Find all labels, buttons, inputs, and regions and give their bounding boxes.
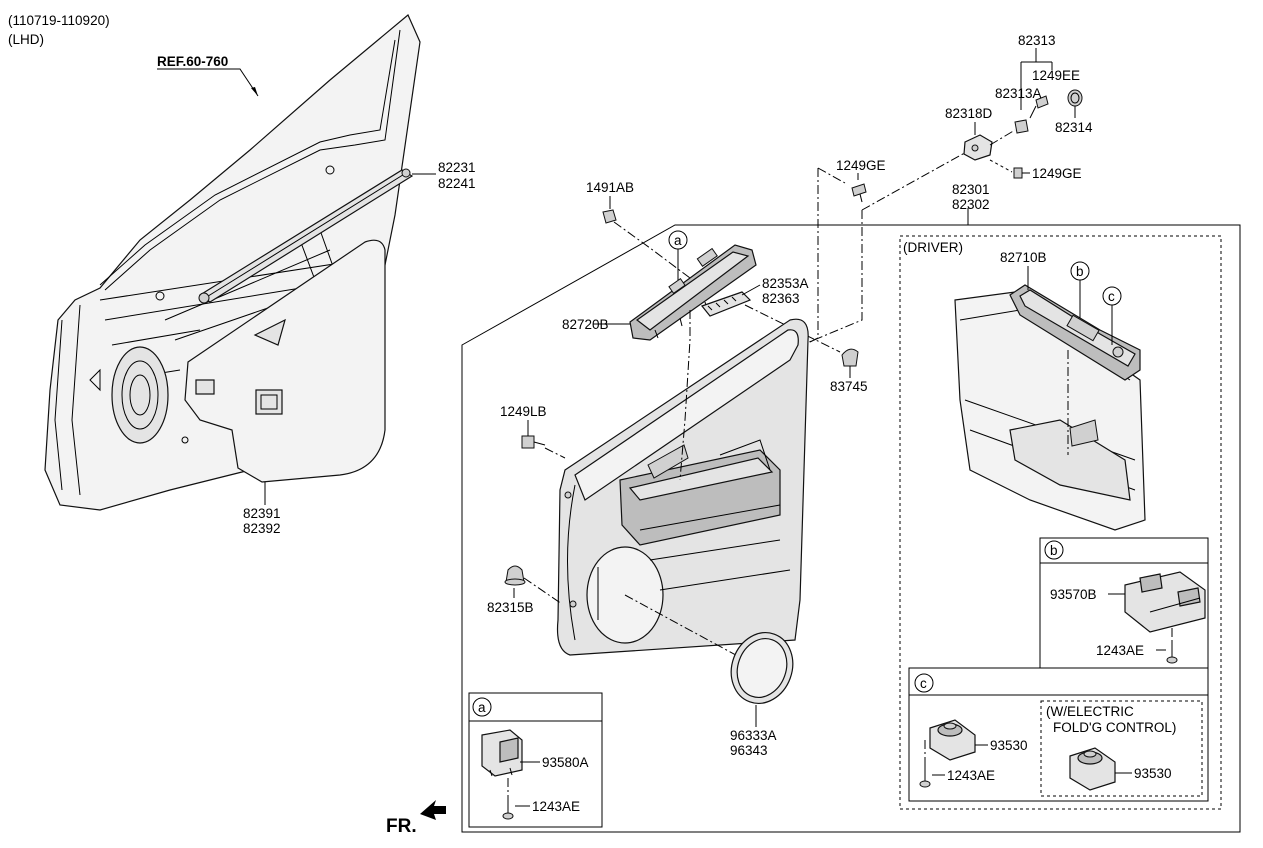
side-text: (LHD)	[8, 32, 44, 47]
screw-1249lb-drawing	[521, 435, 546, 449]
dash-82318d	[861, 149, 971, 211]
dash-panel-1249ge	[789, 210, 863, 351]
label-82313a: 82313A	[995, 86, 1042, 101]
dash-h-1249ge	[817, 167, 846, 184]
main-assembly-outline	[461, 224, 1241, 833]
mount-82318d-drawing	[963, 134, 993, 161]
label-82363: 82363	[762, 291, 800, 306]
label-82710b: 82710B	[1000, 250, 1047, 265]
nut-82313a-drawing	[1014, 119, 1029, 134]
label-93570b: 93570B	[1050, 587, 1097, 602]
dash-1249ge-b	[989, 159, 1013, 173]
electric-fold-box	[1040, 700, 1203, 797]
switch-panel-82720b-drawing	[629, 244, 757, 341]
inset-a-box	[468, 692, 603, 828]
electric-fold-title-line2: FOLD'G CONTROL)	[1053, 720, 1176, 735]
label-1243ae-c: 1243AE	[947, 768, 995, 783]
screw-1249ge-b-drawing	[1013, 167, 1023, 179]
callout-a-main-text: a	[674, 233, 682, 248]
callout-a-inset	[472, 697, 492, 717]
label-1249ge-b: 1249GE	[1032, 166, 1082, 181]
mirror-switch-93530-a-drawing	[929, 719, 976, 761]
callout-b-driver-text: b	[1076, 264, 1084, 279]
screw-1243ae-c-drawing	[919, 765, 931, 788]
label-82314: 82314	[1055, 120, 1093, 135]
front-direction-label: FR.	[386, 816, 417, 837]
label-1249ge-a: 1249GE	[836, 158, 886, 173]
date-range-text: (110719-110920)	[8, 13, 110, 28]
callout-c-inset	[914, 673, 934, 693]
label-82391: 82391	[243, 506, 281, 521]
label-82720b: 82720B	[562, 317, 609, 332]
retainer-82315b-drawing	[504, 565, 526, 586]
label-82302: 82302	[952, 197, 990, 212]
inset-c-box	[908, 667, 1209, 802]
label-1249ee: 1249EE	[1032, 68, 1080, 83]
dash-1249lb	[544, 447, 566, 459]
switch-93570b-drawing	[1124, 571, 1206, 633]
callout-b-inset	[1044, 540, 1064, 560]
callout-c-driver-text: c	[1108, 289, 1115, 304]
label-1243ae-a: 1243AE	[532, 799, 580, 814]
ref-arrowhead	[251, 87, 258, 96]
label-93580a: 93580A	[542, 755, 589, 770]
label-1491ab: 1491AB	[586, 180, 634, 195]
driver-box-title: (DRIVER)	[903, 240, 963, 255]
label-82241: 82241	[438, 176, 476, 191]
dash-82313a	[989, 129, 1016, 146]
screw-1249ge-a-drawing	[851, 183, 867, 203]
ref-label: REF.60-760	[157, 54, 228, 69]
dash-82315b	[523, 577, 563, 605]
label-93530-a: 93530	[990, 738, 1028, 753]
screw-1243ae-b-drawing	[1166, 640, 1178, 664]
driver-box	[899, 235, 1222, 810]
label-82313: 82313	[1018, 33, 1056, 48]
switch-93580a-drawing	[481, 729, 523, 777]
label-82353a: 82353A	[762, 276, 809, 291]
driver-switch-panel-82710b-drawing	[1009, 284, 1141, 381]
bracket-82313	[1020, 48, 1053, 110]
module-82353a-drawing	[701, 291, 752, 317]
label-96333a: 96333A	[730, 728, 777, 743]
dash-speaker	[624, 594, 746, 661]
label-82392: 82392	[243, 521, 281, 536]
callout-c-inset-text: c	[920, 676, 927, 691]
front-arrow-icon	[420, 800, 446, 820]
clip-1491ab-drawing	[602, 209, 617, 224]
cap-83745-drawing	[841, 348, 859, 367]
bolt-1249ee-drawing	[1029, 95, 1049, 119]
weatherstrip-drawing	[198, 168, 414, 304]
ref-leader	[157, 68, 259, 97]
label-83745: 83745	[830, 379, 868, 394]
callout-b-inset-text: b	[1050, 543, 1058, 558]
electric-fold-title-line1: (W/ELECTRIC	[1046, 704, 1134, 719]
label-82301: 82301	[952, 182, 990, 197]
label-93530-b: 93530	[1134, 766, 1172, 781]
leader-82353a	[741, 284, 761, 296]
dash-switch-down	[679, 310, 691, 481]
cap-82314-drawing	[1067, 89, 1083, 107]
screw-1243ae-a-drawing	[502, 795, 514, 820]
label-82315b: 82315B	[487, 600, 534, 615]
mirror-switch-93530-b-drawing	[1069, 747, 1116, 791]
door-trim-panel-drawing	[556, 318, 809, 656]
label-1243ae-b: 1243AE	[1096, 643, 1144, 658]
label-96343: 96343	[730, 743, 768, 758]
dash-1491ab	[613, 221, 691, 279]
label-82231: 82231	[438, 160, 476, 175]
callout-a-inset-text: a	[478, 700, 486, 715]
vapor-barrier-drawing	[184, 239, 386, 483]
label-82318d: 82318D	[945, 106, 993, 121]
label-1249lb: 1249LB	[500, 404, 547, 419]
dash-v-1249ge	[809, 168, 819, 343]
speaker-grille-96333a-drawing	[730, 632, 794, 704]
